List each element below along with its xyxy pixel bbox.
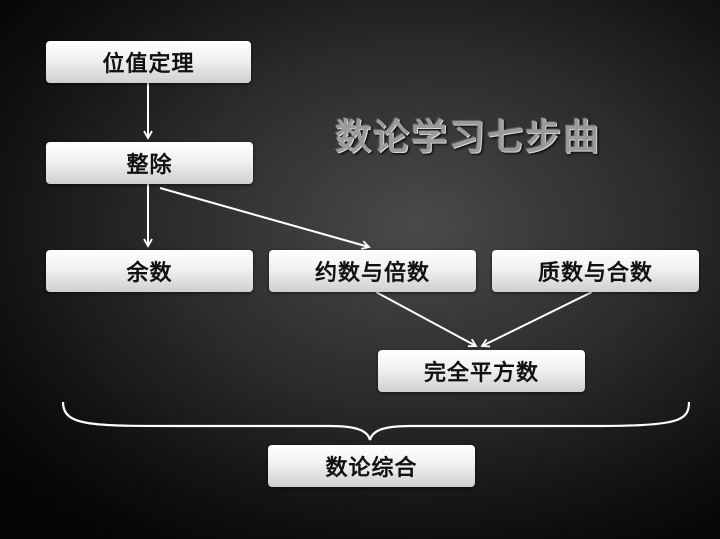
arrow-zhengchu-to-yueshu <box>159 187 371 250</box>
node-divisibility: 整除 <box>46 142 253 184</box>
node-positional-value: 位值定理 <box>46 41 251 83</box>
node-divisors-multiples: 约数与倍数 <box>269 250 476 292</box>
arrow-yueshu-to-wanquan <box>375 291 478 348</box>
curly-brace <box>61 401 691 441</box>
diagram-title: 数论学习七步曲 <box>335 117 602 158</box>
node-perfect-squares: 完全平方数 <box>378 350 585 392</box>
node-remainder: 余数 <box>46 250 253 292</box>
node-comprehensive: 数论综合 <box>268 445 475 487</box>
arrow-zhishu-to-wanquan <box>480 291 593 348</box>
node-primes-composites: 质数与合数 <box>492 250 699 292</box>
